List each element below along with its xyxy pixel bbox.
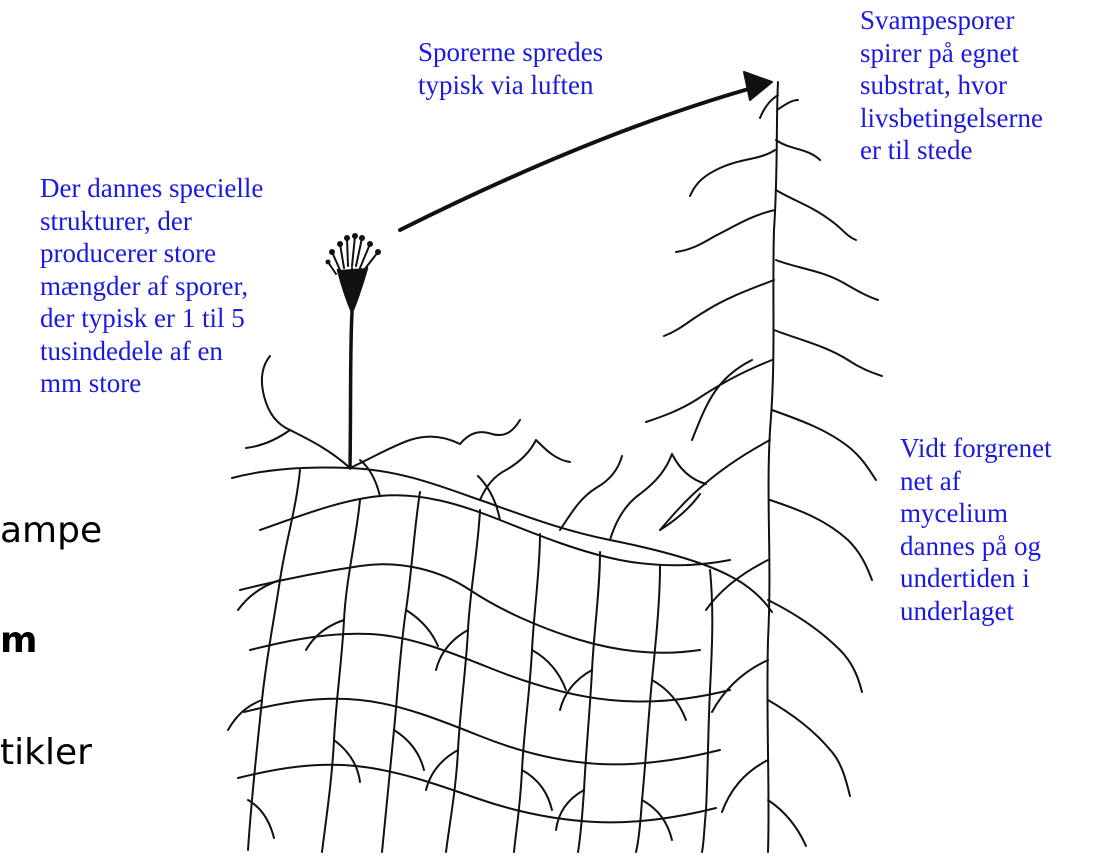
- label-spore-germination: Svampesporer spirer på egnet substrat, h…: [860, 4, 1043, 167]
- cut-off-text-line-3: tikler: [0, 732, 92, 773]
- label-mycelium-network: Vidt forgrenet net af mycelium dannes på…: [900, 432, 1052, 627]
- cut-off-text-line-2: m: [0, 620, 38, 661]
- mycelium-network: [228, 356, 872, 852]
- cut-off-text-line-1: ampe: [0, 510, 102, 551]
- label-spore-structures: Der dannes specielle strukturer, der pro…: [40, 172, 263, 400]
- fruiting-body: [326, 233, 382, 468]
- label-spore-dispersal: Sporerne spredes typisk via luften: [418, 36, 603, 101]
